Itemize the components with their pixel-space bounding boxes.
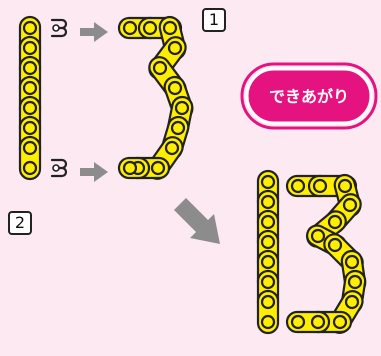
- clip-shape: [50, 158, 68, 178]
- chain-pin: [290, 314, 306, 330]
- chain-pin: [290, 178, 306, 194]
- chain-pin: [337, 178, 353, 194]
- chain-pin: [167, 80, 183, 96]
- b-shape: [285, 173, 367, 334]
- chain-pin: [260, 214, 276, 230]
- chain-pin: [260, 314, 276, 330]
- chain-pin: [122, 20, 138, 36]
- chain-pin: [342, 197, 358, 213]
- chain-links: [18, 15, 367, 335]
- chain-pin: [167, 40, 183, 56]
- step-1-label: 1: [202, 8, 226, 32]
- chain-pin: [22, 60, 38, 76]
- arrow-right-icon: [80, 162, 108, 182]
- chain-pin: [260, 254, 276, 270]
- clip-pin: [52, 164, 60, 172]
- arrows: [80, 22, 220, 244]
- clip-pin: [52, 24, 60, 32]
- chain-pin: [260, 174, 276, 190]
- badge-outer-ring: [240, 62, 378, 130]
- chain-pin: [150, 160, 166, 176]
- bracket-3: [117, 15, 194, 180]
- chain-pin: [22, 100, 38, 116]
- chain-pin: [22, 80, 38, 96]
- left-chain: [18, 15, 42, 181]
- chain-pin: [347, 274, 363, 290]
- arrow-down-right-icon: [174, 198, 220, 244]
- left-b: [256, 169, 280, 335]
- chain-pin: [260, 274, 276, 290]
- chain-pin: [22, 140, 38, 156]
- open-clips: [50, 18, 68, 178]
- open-clip-icon: [50, 18, 68, 38]
- completed-badge: できあがり: [240, 62, 378, 130]
- chain-pin: [142, 20, 158, 36]
- chain-pin: [310, 228, 326, 244]
- chain-pin: [332, 314, 348, 330]
- chain-pin: [22, 40, 38, 56]
- badge-pill: [245, 67, 373, 125]
- chain-pin: [260, 294, 276, 310]
- chain-pin: [164, 140, 180, 156]
- chain-pin: [174, 100, 190, 116]
- chain-pin: [312, 178, 328, 194]
- chain-pin: [344, 294, 360, 310]
- chain-pin: [344, 254, 360, 270]
- chain-pin: [310, 314, 326, 330]
- chain-pin: [260, 234, 276, 250]
- open-clip-icon: [50, 158, 68, 178]
- arrow-right-icon: [80, 22, 108, 42]
- badge-label: できあがり: [269, 87, 349, 106]
- chain-pin: [152, 60, 168, 76]
- chain-pin: [22, 20, 38, 36]
- chain-pin: [162, 20, 178, 36]
- chain-pin: [327, 214, 343, 230]
- chain-pin: [260, 194, 276, 210]
- step-2-label: 2: [8, 211, 32, 235]
- chain-pin: [327, 237, 343, 253]
- chain-pin: [122, 160, 138, 176]
- chain-pin: [22, 160, 38, 176]
- clip-shape: [50, 18, 68, 38]
- chain-pin: [22, 120, 38, 136]
- chain-pin: [170, 120, 186, 136]
